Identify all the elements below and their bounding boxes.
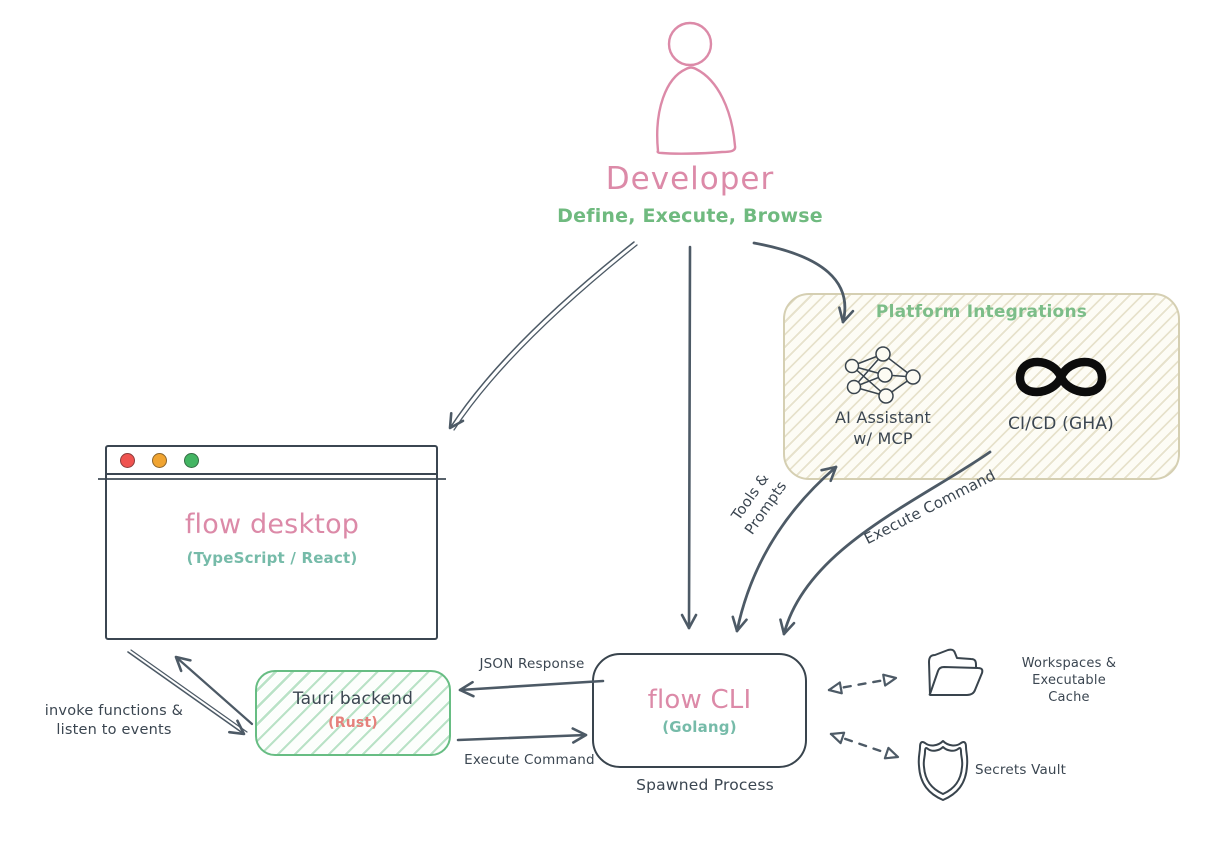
arrow-cli-workspaces <box>827 673 898 695</box>
invoke-functions-line2: listen to events <box>56 722 172 738</box>
window-minimize-button[interactable] <box>152 453 167 468</box>
shield-icon <box>917 740 969 801</box>
flow-desktop-subtitle: (TypeScript / React) <box>186 549 358 567</box>
developer-actions-label: Define, Execute, Browse <box>557 205 823 227</box>
ai-assistant-line2: w/ MCP <box>853 429 913 448</box>
invoke-functions-line1: invoke functions & <box>44 703 184 719</box>
workspaces-cache-line1: Workspaces & Executable <box>1021 656 1117 688</box>
workspaces-cache-line2: Cache <box>1048 690 1090 705</box>
tauri-backend-title: Tauri backend <box>292 689 414 709</box>
flow-cli-subtitle: (Golang) <box>662 718 737 736</box>
secrets-vault-label: Secrets Vault <box>975 762 1067 778</box>
window-close-button[interactable] <box>120 453 135 468</box>
tools-prompts-label: Tools & Prompts <box>706 439 812 567</box>
arrow-json-response <box>458 679 605 698</box>
platform-integrations-title: Platform Integrations <box>875 302 1088 322</box>
developer-label: Developer <box>605 161 775 197</box>
arrow-cli-secrets <box>829 731 900 760</box>
flow-desktop-window <box>98 445 446 640</box>
arrow-developer-to-desktop <box>448 241 635 430</box>
spawned-process-caption: Spawned Process <box>636 776 774 794</box>
flow-desktop-title: flow desktop <box>184 509 360 540</box>
arrow-developer-to-cli <box>680 245 698 630</box>
cicd-label: CI/CD (GHA) <box>1007 414 1115 434</box>
tauri-backend-box <box>255 670 451 756</box>
ai-assistant-line1: AI Assistant <box>834 408 932 427</box>
invoke-functions-label: invoke functions & listen to events <box>28 702 200 740</box>
folder-icon <box>928 648 984 696</box>
tauri-backend-subtitle: (Rust) <box>328 715 378 731</box>
flow-cli-title: flow CLI <box>647 685 752 715</box>
execute-command-desktop-label: Execute Command <box>464 752 595 768</box>
json-response-label: JSON Response <box>479 656 585 672</box>
window-zoom-button[interactable] <box>184 453 199 468</box>
workspaces-cache-label: Workspaces & Executable Cache <box>986 655 1152 706</box>
ai-assistant-label: AI Assistant w/ MCP <box>813 407 953 449</box>
developer-icon <box>656 21 737 155</box>
flow-cli-box <box>592 653 807 768</box>
platform-integrations-box <box>783 293 1180 480</box>
window-titlebar <box>107 447 436 475</box>
titlebar-divider <box>98 478 446 480</box>
arrow-developer-to-desktop-2 <box>453 244 638 431</box>
arrow-execute-command <box>456 727 588 744</box>
